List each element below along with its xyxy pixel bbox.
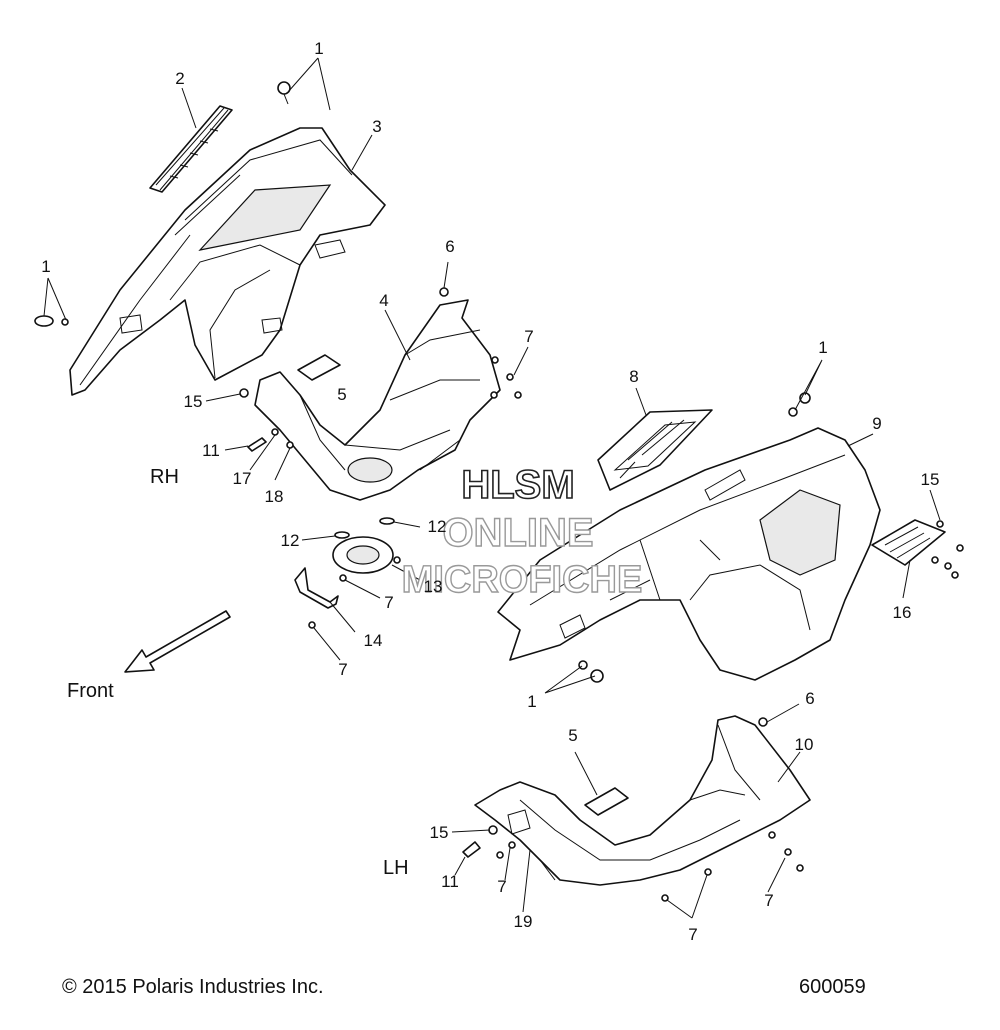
side-label-lh: LH bbox=[383, 857, 409, 879]
callout-label: 5 bbox=[568, 726, 577, 745]
callout-label: 14 bbox=[364, 631, 383, 650]
part-2-grille bbox=[149, 105, 233, 193]
part-10-lh-footwell bbox=[474, 715, 811, 886]
callout-label: 12 bbox=[281, 531, 300, 550]
callout-label: 2 bbox=[175, 69, 184, 88]
callout-label: 1 bbox=[527, 692, 536, 711]
callout-label: 1 bbox=[314, 39, 323, 58]
figure-number: 600059 bbox=[799, 976, 866, 998]
callout-label: 7 bbox=[764, 891, 773, 910]
callout-label: 7 bbox=[524, 327, 533, 346]
callout-label: 15 bbox=[184, 392, 203, 411]
callout-label: 1 bbox=[41, 257, 50, 276]
callout-label: 15 bbox=[921, 470, 940, 489]
callout-label: 5 bbox=[337, 385, 346, 404]
watermark-line-3: MICROFICHE bbox=[402, 559, 643, 601]
part-3-rh-side-panel bbox=[69, 127, 386, 396]
copyright-text: © 2015 Polaris Industries Inc. bbox=[62, 976, 324, 998]
callout-label: 17 bbox=[233, 469, 252, 488]
callout-label: 4 bbox=[379, 291, 388, 310]
callout-label: 7 bbox=[688, 925, 697, 944]
callout-label: 1 bbox=[818, 338, 827, 357]
part-16-vent bbox=[871, 519, 946, 566]
callout-label: 11 bbox=[202, 441, 220, 460]
callout-label: 6 bbox=[805, 689, 814, 708]
callout-label: 16 bbox=[893, 603, 912, 622]
callout-label: 7 bbox=[384, 593, 393, 612]
part-8-lh-grille bbox=[597, 409, 713, 491]
callout-numbers: 1 2 3 1 6 4 7 5 15 11 17 18 12 12 13 7 1… bbox=[41, 39, 939, 944]
callout-label: 19 bbox=[514, 912, 533, 931]
callout-label: 3 bbox=[372, 117, 381, 136]
watermark-line-2: ONLINE bbox=[442, 511, 593, 555]
watermark: HLSM ONLINE MICROFICHE bbox=[401, 462, 643, 602]
watermark-line-1: HLSM bbox=[461, 463, 574, 507]
callout-label: 11 bbox=[441, 872, 459, 891]
callout-label: 18 bbox=[265, 487, 284, 506]
side-label-rh: RH bbox=[150, 466, 179, 488]
callout-label: 7 bbox=[338, 660, 347, 679]
part-4-rh-footwell bbox=[254, 299, 501, 501]
part-9-lh-side-panel bbox=[497, 427, 881, 681]
callout-label: 7 bbox=[497, 877, 506, 896]
callout-label: 8 bbox=[629, 367, 638, 386]
callout-label: 15 bbox=[430, 823, 449, 842]
front-arrow bbox=[124, 610, 231, 673]
hardware-parts bbox=[34, 81, 964, 902]
callout-label: 10 bbox=[795, 735, 814, 754]
callout-label: 6 bbox=[445, 237, 454, 256]
callout-label: 13 bbox=[424, 577, 443, 596]
front-label: Front bbox=[67, 680, 114, 702]
callout-label: 9 bbox=[872, 414, 881, 433]
leader-lines bbox=[43, 57, 941, 919]
callout-label: 12 bbox=[428, 517, 447, 536]
